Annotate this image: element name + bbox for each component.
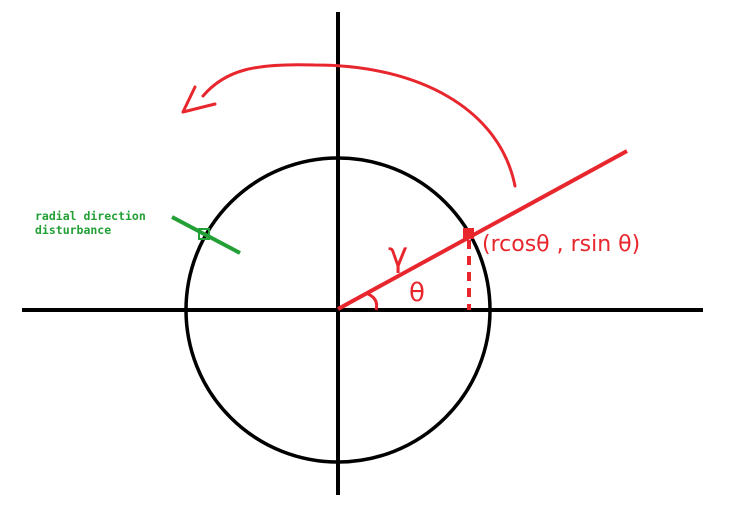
disturbance-label-line2: disturbance	[35, 223, 111, 237]
point-coordinates-label: (rcosθ , rsin θ)	[482, 232, 640, 257]
angle-arc	[367, 292, 379, 311]
disturbance-label-line1: radial direction	[35, 209, 146, 223]
radial-disturbance-line	[171, 215, 241, 255]
unit-circle	[184, 156, 492, 464]
radius-symbol-label: γ	[388, 235, 408, 275]
disturbance-marker	[198, 228, 210, 240]
radius-line	[337, 149, 628, 311]
rotation-arrow	[201, 63, 517, 188]
angle-symbol-label: θ	[409, 278, 425, 308]
rotation-arrowhead	[181, 85, 217, 114]
point-on-circle	[463, 228, 474, 239]
